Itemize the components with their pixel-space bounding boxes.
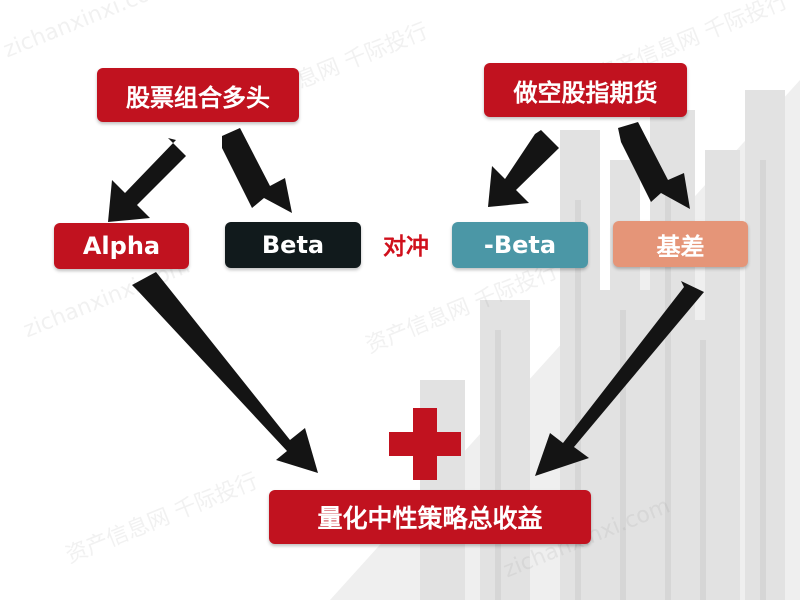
beta-box: Beta: [225, 222, 361, 268]
arrow-short-to-neg-beta: [488, 130, 559, 207]
arrow-short-to-basis: [618, 122, 690, 209]
long-stock-portfolio-box: 股票组合多头: [97, 68, 299, 122]
arrow-long-to-alpha: [108, 138, 186, 222]
arrow-basis-to-total: [535, 281, 704, 476]
hedge-label: 对冲: [383, 234, 429, 260]
total-return-box: 量化中性策略总收益: [269, 490, 591, 544]
plus-icon: [389, 408, 461, 480]
short-index-futures-box: 做空股指期货: [484, 63, 687, 117]
negative-beta-box: -Beta: [452, 222, 588, 268]
basis-box: 基差: [613, 221, 748, 267]
arrow-long-to-beta: [222, 128, 292, 213]
alpha-box: Alpha: [54, 223, 189, 269]
arrow-alpha-to-total: [132, 272, 318, 473]
